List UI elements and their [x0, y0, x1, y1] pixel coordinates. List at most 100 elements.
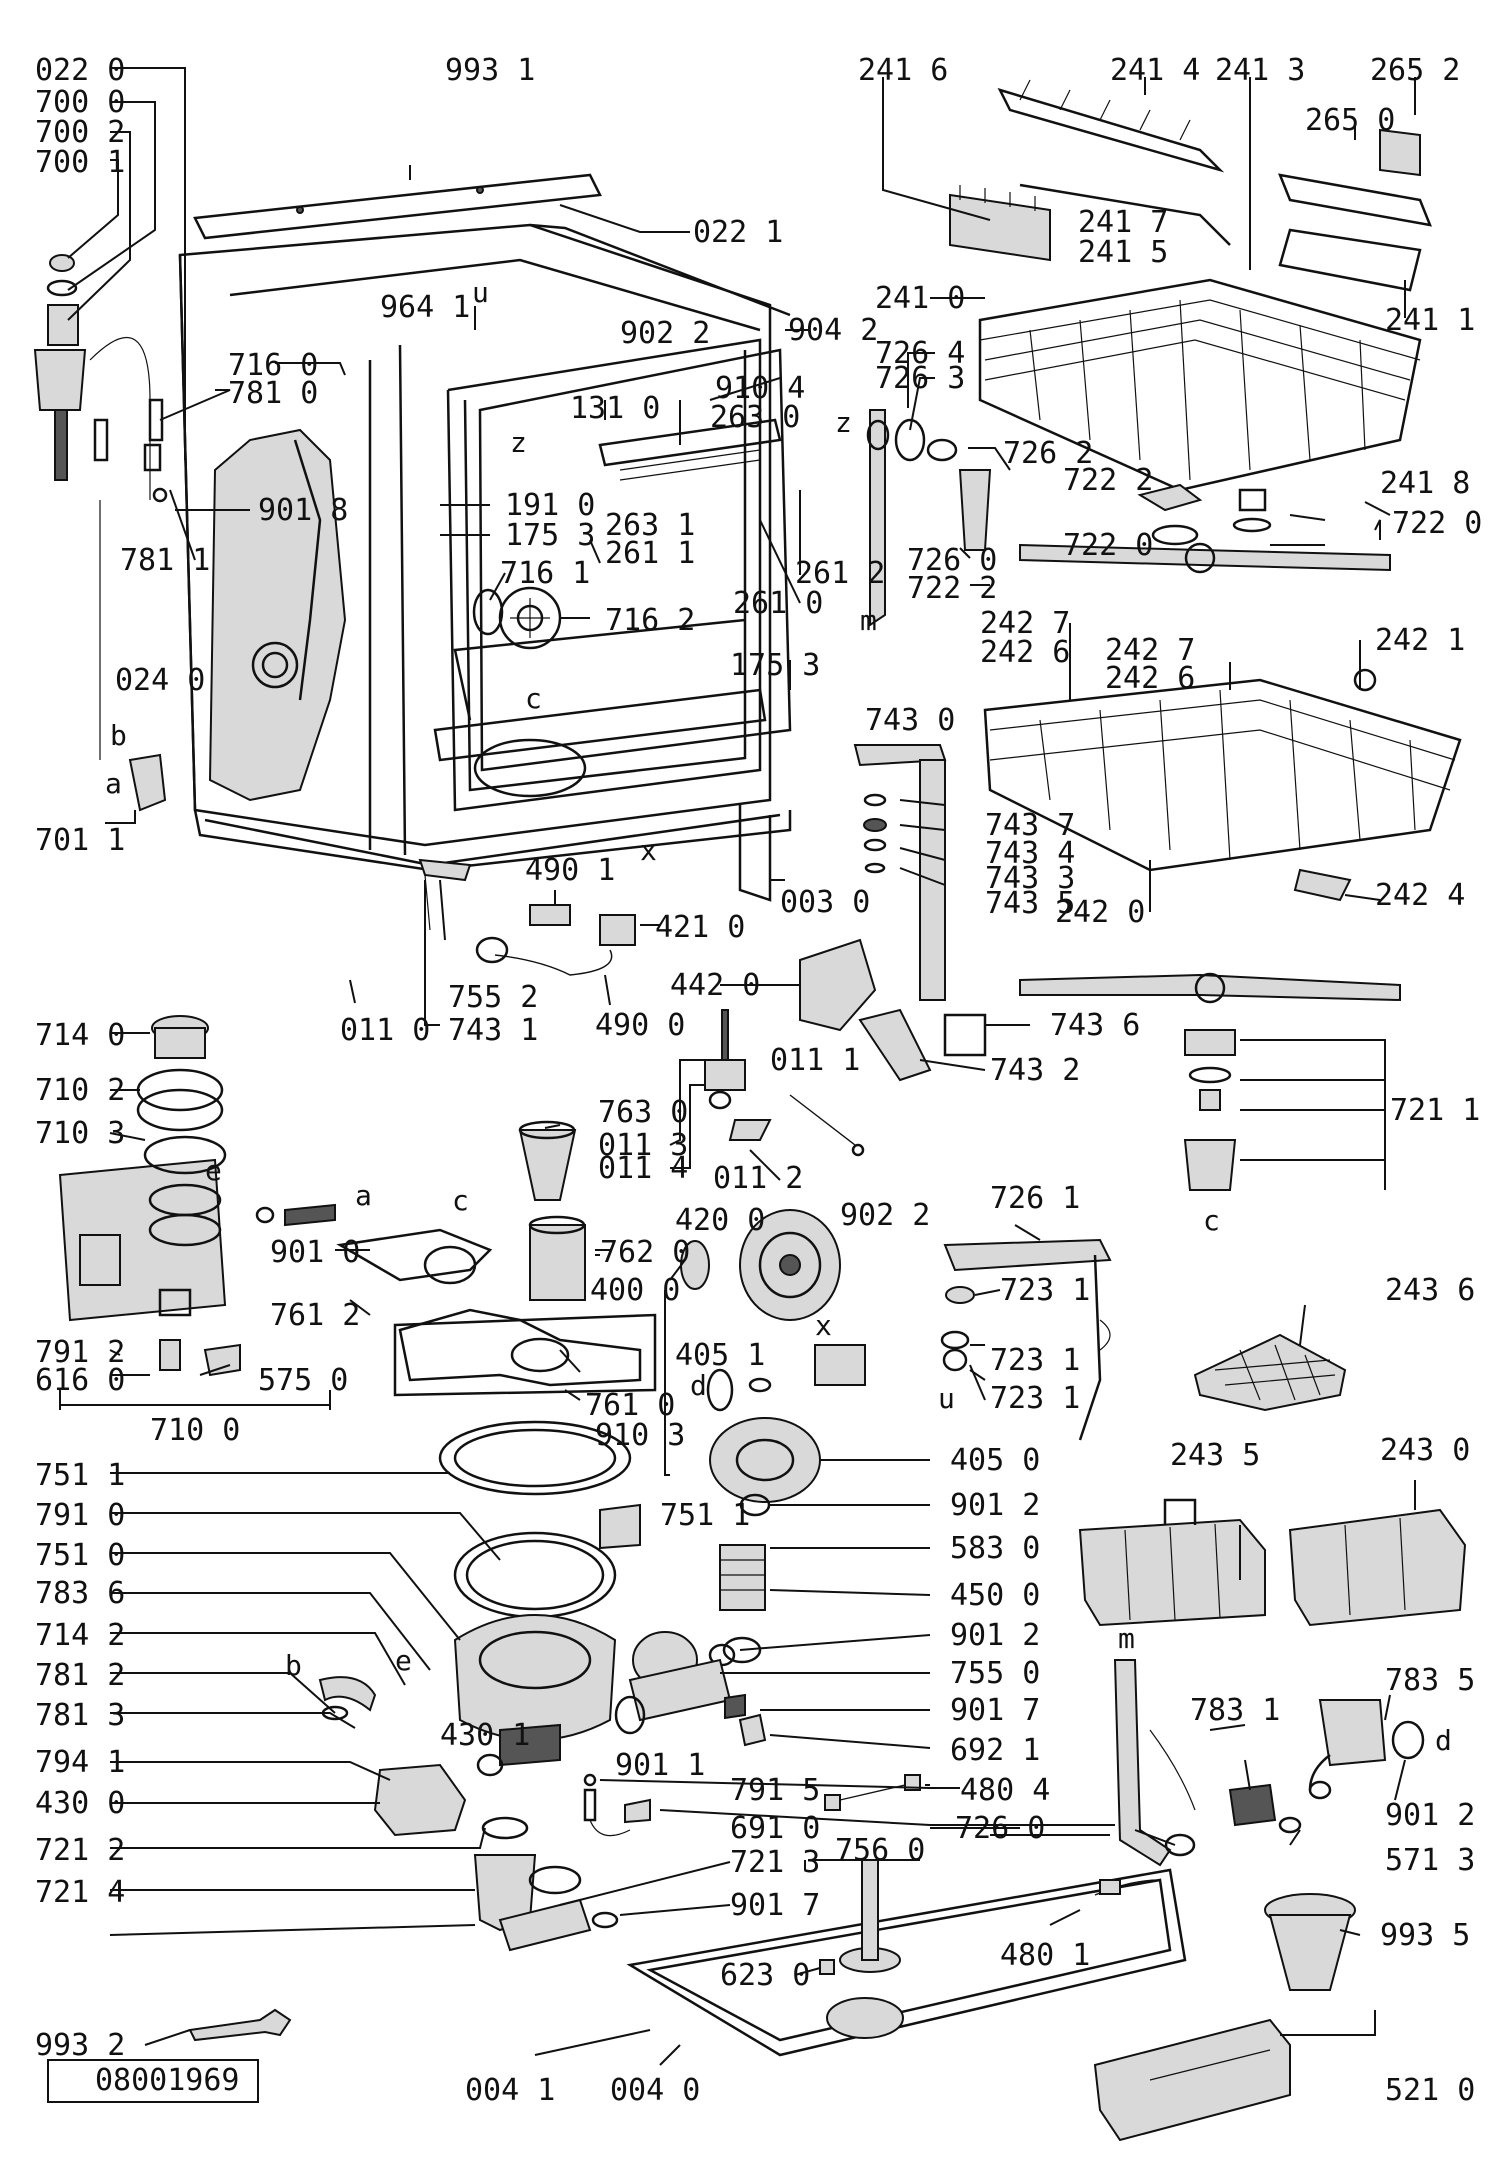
label-794-1: 794 1	[35, 1745, 125, 1780]
label-243-6: 243 6	[1385, 1273, 1475, 1308]
letter-markers: z z x x c c c b b a a e e d d m m u u	[105, 276, 1452, 1757]
label-781-2: 781 2	[35, 1658, 125, 1693]
filter-763	[518, 1120, 586, 1301]
label-430-0: 430 0	[35, 1786, 125, 1821]
label-242-6-b: 242 6	[1105, 661, 1195, 696]
label-901-2-b: 901 2	[950, 1618, 1040, 1653]
label-783-1: 783 1	[1190, 1693, 1280, 1728]
impeller-583	[719, 1544, 766, 1664]
label-726-3: 726 3	[875, 361, 965, 396]
label-751-1-b: 751 1	[660, 1498, 750, 1533]
marker-z-1: z	[510, 426, 527, 459]
tube-726-0	[1113, 1659, 1302, 1867]
label-243-0: 243 0	[1380, 1433, 1470, 1468]
label-191-0: 191 0	[505, 488, 595, 523]
lower-rack	[983, 668, 1462, 902]
label-241-0: 241 0	[875, 281, 965, 316]
float-691	[583, 1773, 651, 1837]
label-756-0: 756 0	[835, 1833, 925, 1868]
sensor-480-4	[824, 1774, 921, 1811]
clips-241-6	[949, 185, 1051, 262]
label-261-1: 261 1	[605, 536, 695, 571]
pump-405	[706, 1368, 821, 1517]
marker-d-2: d	[1435, 1724, 1452, 1757]
label-583-0: 583 0	[950, 1531, 1040, 1566]
label-242-1: 242 1	[1375, 623, 1465, 658]
door-gasket	[478, 348, 792, 772]
cutlery-basket-243-5	[1078, 1498, 1266, 1627]
label-791-2: 791 2	[35, 1335, 125, 1370]
marker-c-3: c	[1203, 1204, 1220, 1237]
label-781-0: 781 0	[228, 376, 318, 411]
label-721-4: 721 4	[35, 1875, 125, 1910]
label-763-0: 763 0	[598, 1095, 688, 1130]
label-242-0: 242 0	[1055, 895, 1145, 930]
pipe-743	[853, 744, 947, 1001]
label-700-0: 700 0	[35, 85, 125, 120]
label-710-2: 710 2	[35, 1073, 125, 1108]
label-024-0: 024 0	[115, 663, 205, 698]
label-710-0: 710 0	[150, 1413, 240, 1448]
label-022-1: 022 1	[693, 215, 783, 250]
label-400-0: 400 0	[590, 1273, 680, 1308]
marker-x-1: x	[640, 834, 657, 867]
side-insulation	[208, 428, 347, 802]
label-265-2: 265 2	[1370, 53, 1460, 88]
label-722-0-b: 722 0	[1392, 506, 1482, 541]
label-131-0: 131 0	[570, 391, 660, 426]
label-003-0: 003 0	[780, 885, 870, 920]
marker-c-2: c	[452, 1184, 469, 1217]
label-781-3: 781 3	[35, 1698, 125, 1733]
label-910-3: 910 3	[595, 1418, 685, 1453]
label-901-2-c: 901 2	[1385, 1798, 1475, 1833]
label-762-0: 762 0	[600, 1235, 690, 1270]
label-571-3: 571 3	[1385, 1843, 1475, 1878]
cup-shelf-241-4	[997, 79, 1225, 173]
water-pipe-726	[866, 409, 992, 627]
label-480-1: 480 1	[1000, 1938, 1090, 1973]
label-791-5: 791 5	[730, 1773, 820, 1808]
label-450-0: 450 0	[950, 1578, 1040, 1613]
marker-b-2: b	[285, 1649, 302, 1682]
label-175-3-b: 175 3	[730, 648, 820, 683]
label-241-3: 241 3	[1215, 53, 1305, 88]
leader-lines	[59, 67, 1416, 2066]
drain-connector-721	[473, 1816, 619, 1952]
label-480-4: 480 4	[960, 1773, 1050, 1808]
label-716-2: 716 2	[605, 603, 695, 638]
label-716-1: 716 1	[500, 556, 590, 591]
label-691-0: 691 0	[730, 1811, 820, 1846]
water-valve-783-5	[1308, 1699, 1425, 1800]
drain-pump-430	[318, 1676, 561, 1837]
label-011-3: 011 3	[598, 1128, 688, 1163]
label-241-1: 241 1	[1385, 303, 1475, 338]
label-993-1: 993 1	[445, 53, 535, 88]
label-722-2-a: 722 2	[907, 571, 997, 606]
label-901-2-a: 901 2	[950, 1488, 1040, 1523]
bracket-761-2	[336, 1228, 493, 1285]
fan-442	[799, 938, 987, 1082]
label-722-0-a: 722 0	[1063, 528, 1153, 563]
label-901-8: 901 8	[258, 493, 348, 528]
label-901-7-b: 901 7	[730, 1888, 820, 1923]
label-901-7-a: 901 7	[950, 1693, 1040, 1728]
label-904-2: 904 2	[788, 313, 878, 348]
water-inlet	[472, 586, 562, 650]
label-781-1: 781 1	[120, 543, 210, 578]
upper-rack	[978, 278, 1422, 492]
motor-400	[680, 1209, 866, 1393]
label-242-6-a: 242 6	[980, 635, 1070, 670]
reference-code-box: 08001969	[47, 2059, 259, 2103]
salt-cap-714	[136, 1015, 227, 1175]
label-723-1-b: 723 1	[990, 1343, 1080, 1378]
label-902-2: 902 2	[840, 1198, 930, 1233]
seals-723	[940, 1330, 970, 1372]
solenoid-011	[704, 1009, 865, 1157]
label-623-0: 623 0	[720, 1958, 810, 1993]
label-743-6: 743 6	[1050, 1008, 1140, 1043]
label-263-1: 263 1	[605, 508, 695, 543]
label-710-3: 710 3	[35, 1116, 125, 1151]
reference-code: 08001969	[95, 2063, 240, 2098]
marker-a-2: a	[355, 1179, 372, 1212]
marker-m-2: m	[1118, 1622, 1135, 1655]
